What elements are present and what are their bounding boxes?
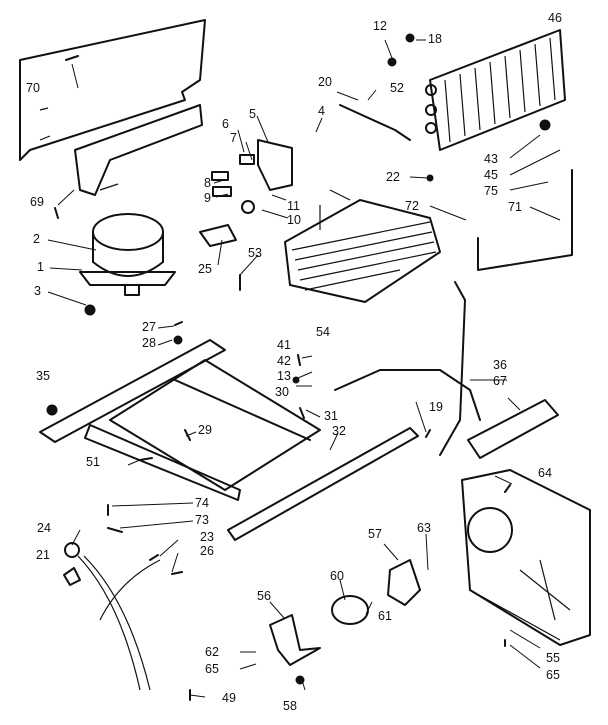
part-label-58: 58 (283, 699, 297, 713)
part-label-60: 60 (330, 569, 344, 583)
part-label-29: 29 (198, 423, 212, 437)
part-label-9: 9 (204, 191, 211, 205)
relay-assembly (199, 139, 293, 247)
part-label-62: 62 (205, 645, 219, 659)
part-label-52: 52 (390, 81, 404, 95)
part-label-63: 63 (417, 521, 431, 535)
part-label-53: 53 (248, 246, 262, 260)
drain-pan (467, 399, 559, 459)
part-label-45: 45 (484, 168, 498, 182)
part-label-41: 41 (277, 338, 291, 352)
tube-71 (477, 169, 573, 271)
part-label-24: 24 (37, 521, 51, 535)
part-label-42: 42 (277, 354, 291, 368)
part-label-30: 30 (275, 385, 289, 399)
back-panel (19, 19, 206, 196)
part-label-26: 26 (200, 544, 214, 558)
part-label-72: 72 (405, 199, 419, 213)
part-label-46: 46 (548, 11, 562, 25)
part-label-3: 3 (34, 284, 41, 298)
part-label-67: 67 (493, 374, 507, 388)
part-label-23: 23 (200, 530, 214, 544)
evaporator (284, 189, 441, 303)
part-label-49: 49 (222, 691, 236, 705)
part-label-8: 8 (204, 176, 211, 190)
part-label-57: 57 (368, 527, 382, 541)
part-label-19: 19 (429, 400, 443, 414)
part-label-11: 11 (287, 199, 300, 213)
part-label-65: 65 (205, 662, 219, 676)
part-label-20: 20 (318, 75, 332, 89)
condenser (425, 29, 566, 151)
tube-72 (439, 281, 466, 456)
part-label-7: 7 (230, 131, 237, 145)
part-label-43: 43 (484, 152, 498, 166)
part-label-71: 71 (508, 200, 522, 214)
rail (227, 427, 419, 541)
part-label-69: 69 (30, 195, 44, 209)
part-label-56: 56 (257, 589, 271, 603)
part-label-51: 51 (86, 455, 100, 469)
part-label-31: 31 (324, 409, 338, 423)
part-label-54: 54 (316, 325, 330, 339)
part-label-13: 13 (277, 369, 291, 383)
part-label-27: 27 (142, 320, 156, 334)
power-cord (63, 542, 161, 691)
part-label-1: 1 (37, 260, 44, 274)
part-label-18: 18 (428, 32, 442, 46)
part-label-55: 55 (546, 651, 560, 665)
part-label-5: 5 (249, 107, 256, 121)
part-label-36: 36 (493, 358, 507, 372)
part-label-64: 64 (538, 466, 552, 480)
part-label-35: 35 (36, 369, 50, 383)
part-label-73: 73 (195, 513, 209, 527)
compressor (79, 213, 176, 296)
part-label-74: 74 (195, 496, 209, 510)
leader-lines (47, 39, 561, 698)
part-label-2: 2 (33, 232, 40, 246)
base-frame (39, 339, 321, 501)
hardware (46, 33, 551, 701)
fan-motor-assembly (269, 559, 421, 666)
tube-36 (334, 369, 481, 421)
part-label-12: 12 (373, 19, 387, 33)
part-label-32: 32 (332, 424, 346, 438)
part-label-70: 70 (26, 81, 40, 95)
drier (339, 104, 411, 141)
part-label-22: 22 (386, 170, 400, 184)
part-label-10: 10 (287, 213, 301, 227)
cabinet-side (461, 469, 591, 646)
part-label-75: 75 (484, 184, 498, 198)
part-label-21: 21 (36, 548, 50, 562)
part-label-65b: 65 (546, 668, 560, 682)
part-label-25: 25 (198, 262, 212, 276)
part-label-4: 4 (318, 104, 325, 118)
part-label-6: 6 (222, 117, 229, 131)
part-label-61: 61 (378, 609, 392, 623)
part-label-28: 28 (142, 336, 156, 350)
